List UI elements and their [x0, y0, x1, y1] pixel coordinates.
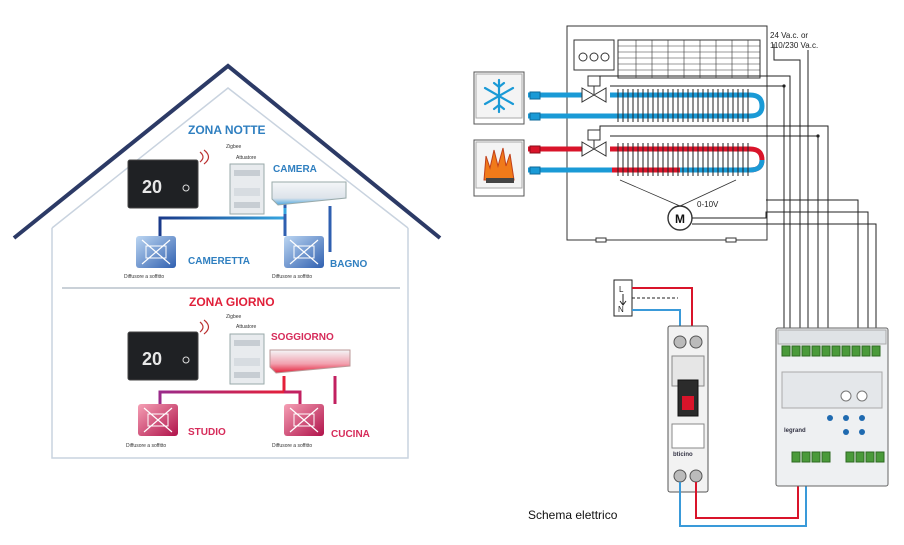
fancoil-grille — [617, 39, 761, 79]
ac-unit-camera[interactable] — [271, 181, 347, 206]
controller-indicators — [827, 390, 868, 435]
terminal-screw — [875, 451, 885, 463]
room-label-cameretta: CAMERETTA — [188, 256, 250, 267]
terminal-screw — [801, 345, 811, 357]
supply-voltage-2: 110/230 Va.c. — [770, 41, 818, 50]
supply-voltage-1: 24 Va.c. or — [770, 31, 808, 40]
cooling-source — [473, 71, 525, 125]
terminal-screw — [861, 345, 871, 357]
terminal-screw — [811, 345, 821, 357]
diffuser-caption-bagno: Diffusore a soffitto — [272, 274, 312, 280]
wire-junction-dots — [782, 84, 820, 138]
room-label-studio: STUDIO — [188, 427, 226, 438]
thermostat-day-reading: 20 — [142, 349, 162, 369]
terminal-screw — [855, 451, 865, 463]
diffuser-cucina[interactable] — [284, 404, 324, 436]
house-illustration: ZONA NOTTE ZONA GIORNO 20 Zigbee Attuato… — [12, 63, 442, 459]
wire-phase-out — [695, 456, 799, 519]
house-roof — [12, 63, 442, 240]
terminal-screw — [871, 345, 881, 357]
terminal-screw — [801, 451, 811, 463]
diffuser-cameretta[interactable] — [136, 236, 176, 268]
diffuser-caption-cucina: Diffusore a soffitto — [272, 443, 312, 449]
house-outline — [51, 228, 409, 459]
snowflake-icon — [483, 78, 515, 114]
room-label-camera: CAMERA — [273, 164, 317, 175]
fancoil-controller[interactable]: legrand — [775, 327, 889, 487]
hot-coil-fins — [617, 143, 749, 176]
actuator-label-night: Attuatore — [236, 155, 257, 161]
terminal-screw — [821, 345, 831, 357]
wire-neutral-out — [679, 456, 807, 527]
wire-phase — [632, 287, 693, 334]
zigbee-label-night: Zigbee — [226, 144, 242, 150]
thermostat-day[interactable]: 20 — [127, 331, 199, 381]
fancoil-control-panel — [573, 39, 615, 71]
power-icon — [182, 356, 190, 364]
terminal-screw — [781, 345, 791, 357]
ac-unit-soggiorno[interactable] — [269, 349, 351, 374]
phase-label: L — [619, 285, 624, 294]
wifi-icon — [199, 319, 210, 335]
circuit-breaker[interactable]: bticino — [667, 325, 709, 493]
valve-cold[interactable] — [581, 75, 607, 103]
zigbee-label-day: Zigbee — [226, 314, 242, 320]
grille-frame — [617, 39, 761, 79]
flame-icon — [483, 147, 515, 181]
duct-day-1 — [158, 376, 286, 404]
terminal-screw — [791, 451, 801, 463]
actuator-night — [229, 163, 265, 215]
power-icon — [182, 184, 190, 192]
signal-label: 0-10V — [697, 200, 719, 209]
room-label-soggiorno: SOGGIORNO — [271, 332, 334, 343]
supply-terminal: L N — [613, 279, 678, 317]
breaker-brand: bticino — [673, 452, 693, 458]
cold-coil-fins — [617, 89, 749, 122]
terminal-screw — [821, 451, 831, 463]
neutral-label: N — [618, 305, 624, 314]
duct-night-1 — [158, 208, 287, 236]
terminal-screw — [831, 345, 841, 357]
zone-night-title: ZONA NOTTE — [188, 123, 266, 137]
actuator-label-day: Attuatore — [236, 324, 257, 330]
schematic-caption: Schema elettrico — [528, 508, 618, 522]
diffuser-studio[interactable] — [138, 404, 178, 436]
zone-day-title: ZONA GIORNO — [189, 295, 275, 309]
room-label-cucina: CUCINA — [331, 429, 370, 440]
wifi-icon — [199, 149, 210, 165]
room-label-bagno: BAGNO — [330, 259, 367, 270]
thermostat-night[interactable]: 20 — [127, 159, 199, 209]
terminal-screw — [851, 345, 861, 357]
motor-label: M — [675, 212, 685, 226]
cold-coil — [610, 92, 765, 119]
actuator-day — [229, 333, 265, 385]
controller-brand: legrand — [784, 428, 806, 434]
terminal-screw — [841, 345, 851, 357]
terminal-screw — [791, 345, 801, 357]
thermostat-night-reading: 20 — [142, 177, 162, 197]
valve-hot[interactable] — [581, 129, 607, 157]
terminal-screw — [865, 451, 875, 463]
electrical-schematic: M 0-10V 24 Va.c. or 110/230 Va.c. L N — [473, 25, 889, 527]
diffuser-caption-studio: Diffusore a soffitto — [126, 443, 166, 449]
diffuser-bagno[interactable] — [284, 236, 324, 268]
heating-source — [473, 139, 525, 197]
diffuser-caption-cameretta: Diffusore a soffitto — [124, 274, 164, 280]
terminal-screw — [845, 451, 855, 463]
terminal-screw — [811, 451, 821, 463]
